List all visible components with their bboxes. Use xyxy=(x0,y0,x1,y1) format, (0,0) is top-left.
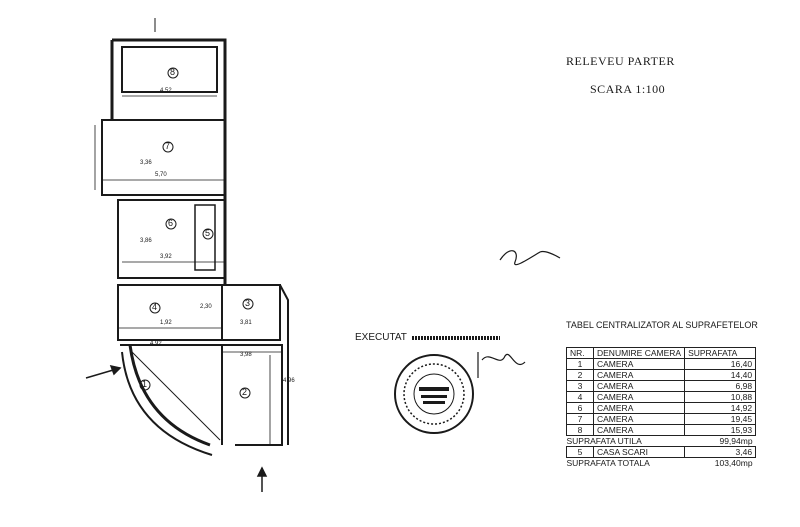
header-nr: NR. xyxy=(566,347,594,359)
useful-area-label: SUPRAFATA UTILA xyxy=(566,436,642,446)
useful-area-row: SUPRAFATA UTILA 99,94mp xyxy=(567,436,756,447)
total-area-row: SUPRAFATA TOTALA 103,40mp xyxy=(567,458,756,469)
table-row: 3 CAMERA 6,98 xyxy=(566,380,757,392)
room-4-outline xyxy=(117,284,281,341)
total-area-value: 103,40mp xyxy=(714,458,753,468)
table-row: 8 CAMERA 15,93 xyxy=(566,424,757,436)
room-7-outline xyxy=(101,119,226,196)
surveyor-signature xyxy=(477,352,526,378)
dimension-label: 3,86 xyxy=(140,238,152,244)
table-row: 2 CAMERA 14,40 xyxy=(566,369,757,381)
header-room-name: DENUMIRE CAMERA xyxy=(592,347,686,359)
table-header-row: NR. DENUMIRE CAMERA SUPRAFATA xyxy=(566,347,757,359)
room-number-6: 6 xyxy=(168,218,174,228)
dimension-label: 4,96 xyxy=(283,378,295,384)
total-area-label: SUPRAFATA TOTALA xyxy=(566,458,650,468)
executed-label: EXECUTAT xyxy=(355,332,407,343)
room-1-curved-wall xyxy=(128,344,211,447)
header-area: SUPRAFATA xyxy=(684,347,757,359)
official-stamp-seal xyxy=(394,354,474,434)
room-number-7: 7 xyxy=(165,141,171,151)
dimension-label: 4,92 xyxy=(150,341,162,347)
table-title: TABEL CENTRALIZATOR AL SUPRAFETELOR xyxy=(566,320,758,330)
dimension-label: 3,98 xyxy=(240,352,252,358)
useful-area-value: 99,94mp xyxy=(719,436,753,446)
room-number-1: 1 xyxy=(142,379,148,389)
dimension-label: 3,92 xyxy=(160,254,172,260)
table-row: 6 CAMERA 14,92 xyxy=(566,402,757,414)
dimension-label: 5,70 xyxy=(155,172,167,178)
table-row: 1 CAMERA 16,40 xyxy=(566,358,757,370)
room-2-outline xyxy=(120,344,283,446)
room-number-5: 5 xyxy=(205,228,211,238)
room-number-2: 2 xyxy=(242,387,248,397)
table-row: 7 CAMERA 19,45 xyxy=(566,413,757,425)
drawing-title: RELEVEU PARTER xyxy=(566,54,675,68)
dimension-label: 4,52 xyxy=(160,88,172,94)
surface-area-table: NR. DENUMIRE CAMERA SUPRAFATA 1 CAMERA 1… xyxy=(566,347,757,469)
room-number-3: 3 xyxy=(245,298,251,308)
dimension-label: 2,30 xyxy=(200,304,212,310)
drawing-scale: SCARA 1:100 xyxy=(590,82,666,96)
dimension-label: 3,36 xyxy=(140,160,152,166)
room-number-4: 4 xyxy=(152,302,158,312)
dimension-label: 3,81 xyxy=(240,320,252,326)
dimension-label: 1,92 xyxy=(160,320,172,326)
room-number-8: 8 xyxy=(170,67,176,77)
table-row: 4 CAMERA 10,88 xyxy=(566,391,757,403)
room-8-outline xyxy=(121,46,218,93)
stair-row: 5 CASA SCARI 3,46 xyxy=(566,446,757,458)
signature-mark xyxy=(499,250,561,266)
